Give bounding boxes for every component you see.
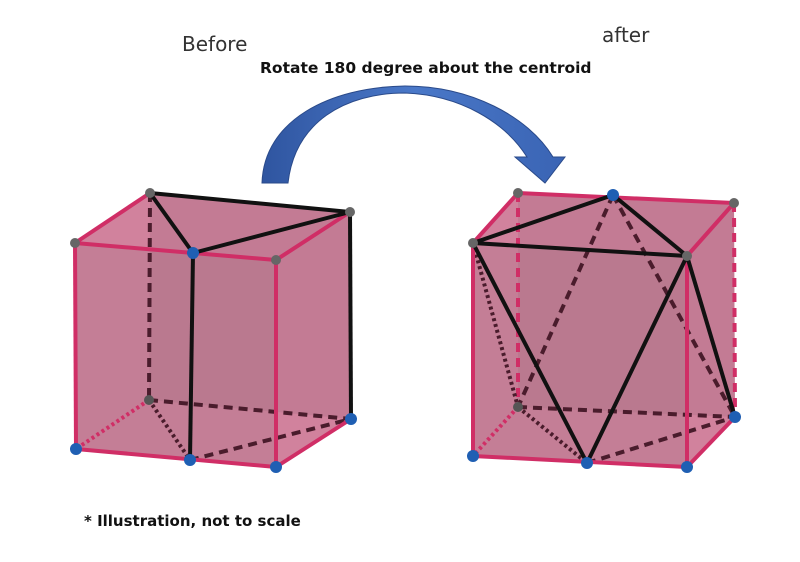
front-face — [75, 243, 276, 467]
vertex-blue — [581, 457, 593, 469]
visible-edges — [73, 191, 353, 469]
vertex-blue — [681, 461, 693, 473]
vertex-gray — [513, 188, 523, 198]
vertex-gray — [271, 255, 281, 265]
vertex-gray — [144, 395, 154, 405]
vertex-gray — [513, 402, 523, 412]
vertices — [70, 188, 357, 473]
scale-note: * Illustration, not to scale — [84, 512, 301, 530]
vertex-blue — [270, 461, 282, 473]
vertex-gray — [682, 251, 692, 261]
vertex-gray — [468, 238, 478, 248]
back-face — [149, 193, 351, 419]
rotation-arrow — [261, 85, 567, 184]
after-label: after — [602, 23, 650, 47]
visible-edges — [471, 191, 737, 469]
vertex-blue — [187, 247, 199, 259]
rotation-caption: Rotate 180 degree about the centroid — [260, 59, 592, 77]
before-label: Before — [182, 32, 248, 56]
vertex-blue — [607, 189, 619, 201]
vertices — [467, 188, 741, 473]
hidden-edges — [74, 192, 352, 462]
vertex-gray — [345, 207, 355, 217]
cube-before — [70, 188, 357, 473]
vertex-blue — [467, 450, 479, 462]
vertex-blue — [345, 413, 357, 425]
vertex-gray — [70, 238, 80, 248]
front-face — [473, 243, 687, 467]
tetrahedron-edges — [471, 193, 737, 464]
vertex-blue — [729, 411, 741, 423]
vertex-blue — [184, 454, 196, 466]
vertex-gray — [145, 188, 155, 198]
vertex-blue — [70, 443, 82, 455]
vertex-gray — [729, 198, 739, 208]
tetrahedron-edges — [148, 191, 353, 461]
cube-after — [467, 188, 741, 473]
